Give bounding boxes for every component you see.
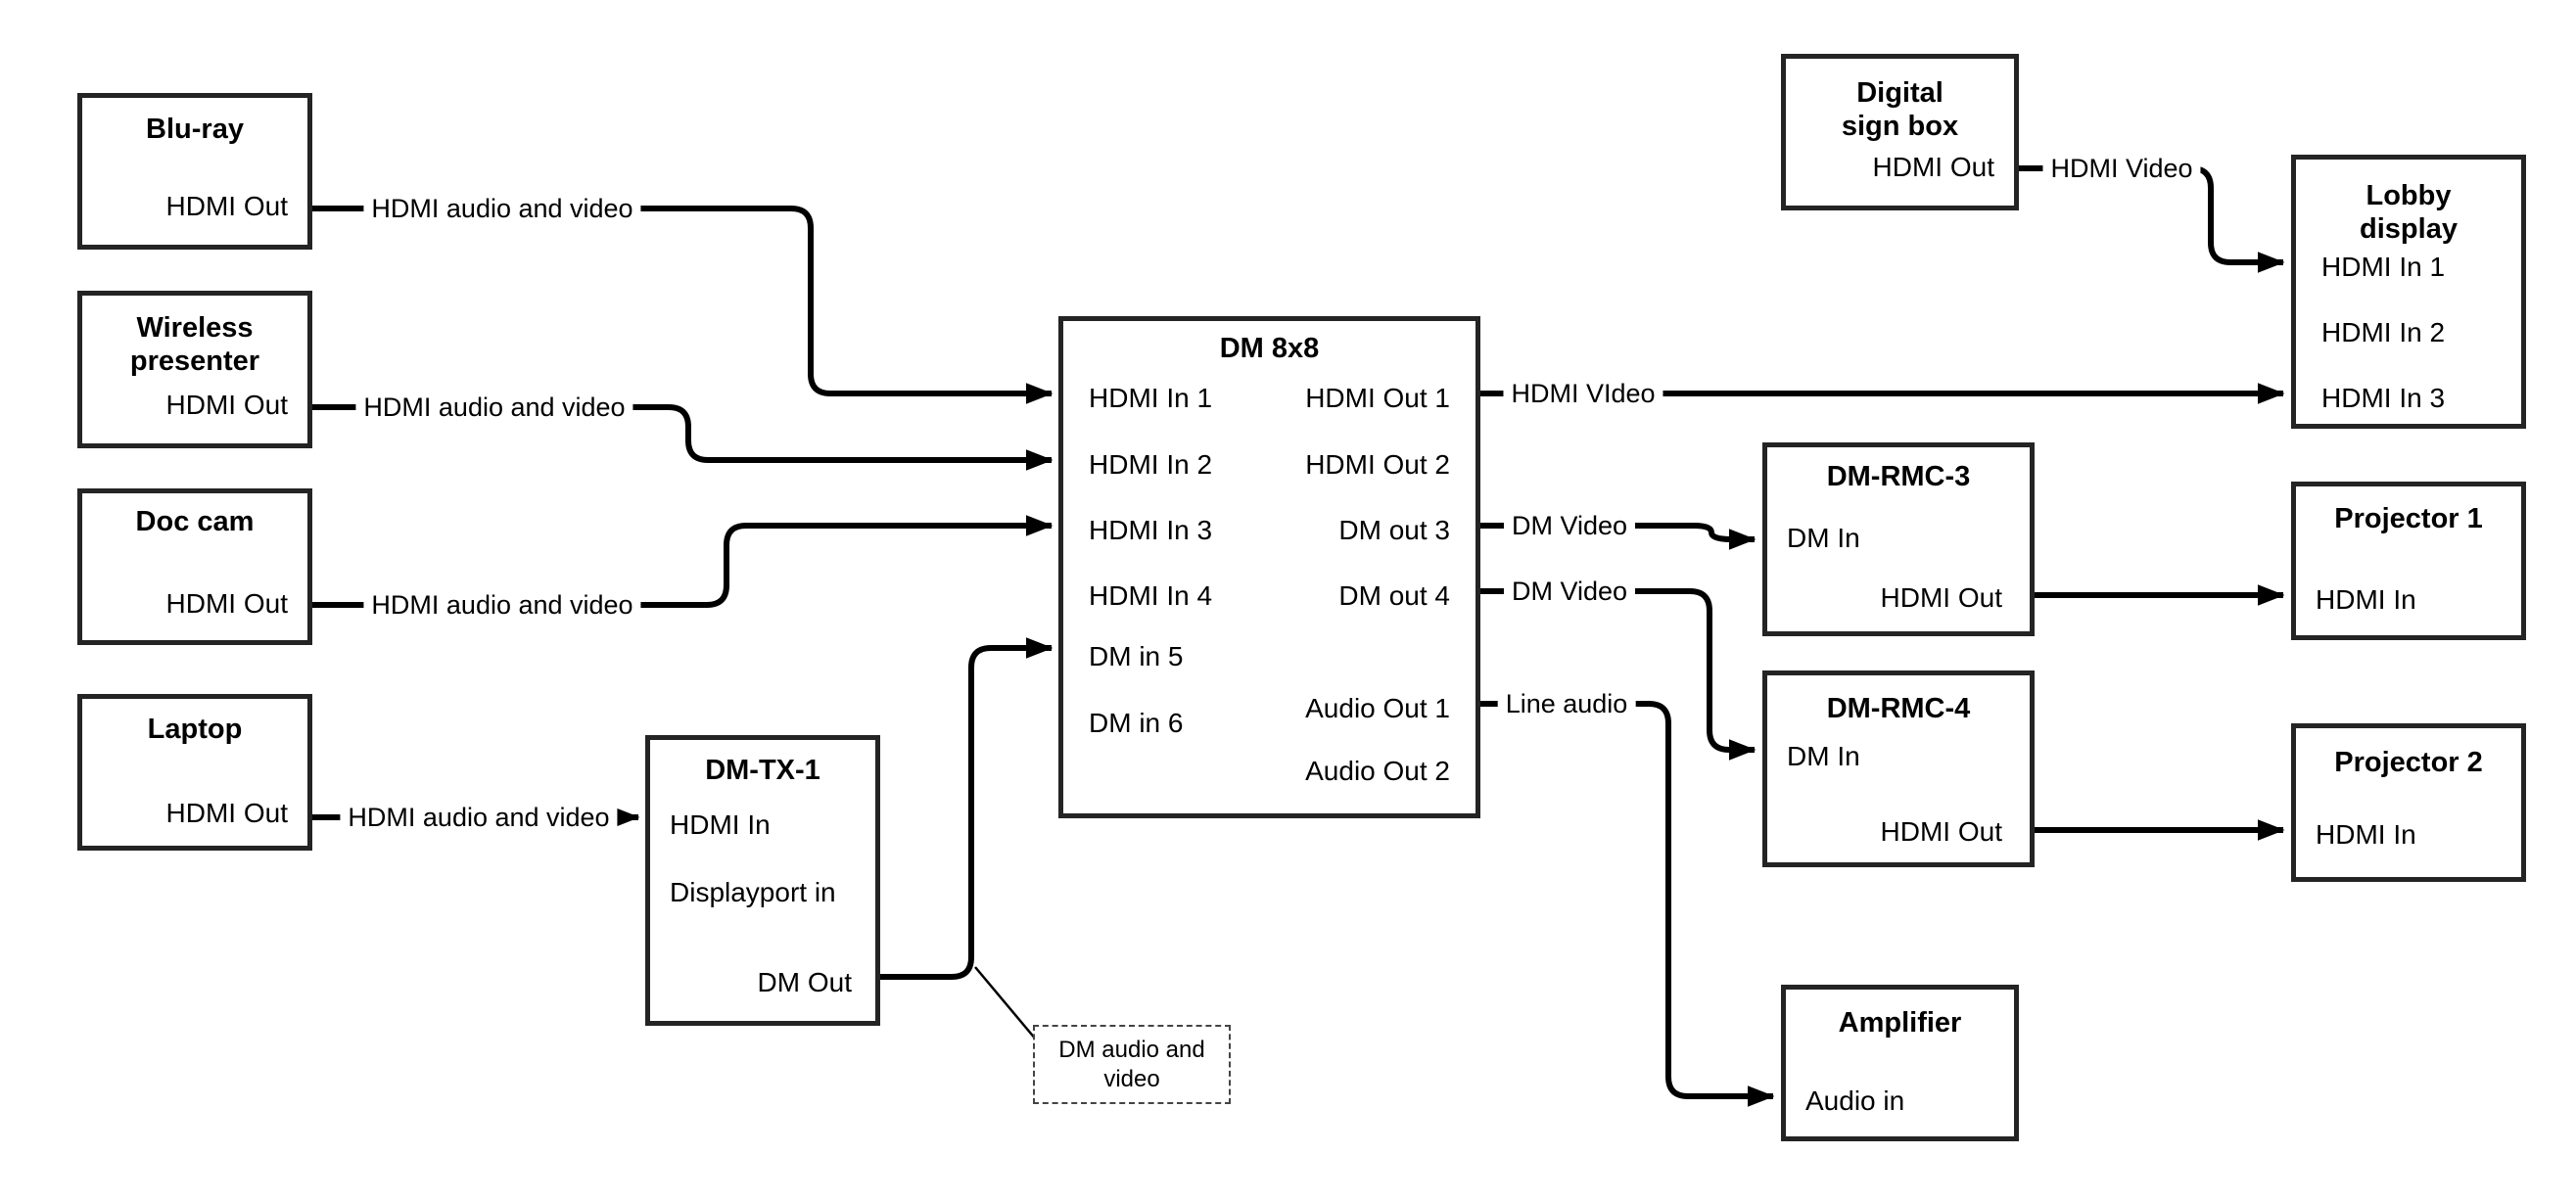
wire-label-line-audio: Line audio — [1497, 689, 1636, 718]
wire-label-hdmi-video-sign: HDMI Video — [2042, 154, 2201, 183]
box-title: DM-TX-1 — [705, 755, 820, 786]
wire-dm8x8-audio1-to-amplifier — [1480, 701, 1775, 1107]
box-projector-2: Projector 2 HDMI In — [2291, 723, 2526, 882]
box-title: Wireless presenter — [129, 312, 260, 377]
port-hdmi-in: HDMI In — [670, 809, 771, 840]
port-hdmi-in-1: HDMI In 1 — [1089, 383, 1213, 413]
wire-doccam-to-dm8x8-in3 — [312, 515, 1054, 608]
box-dm-8x8: DM 8x8 HDMI In 1 HDMI In 2 HDMI In 3 HDM… — [1058, 316, 1480, 818]
box-dm-tx-1: DM-TX-1 HDMI In Displayport in DM Out — [645, 735, 880, 1026]
box-digital-sign: Digital sign box HDMI Out — [1781, 54, 2019, 210]
box-projector-1: Projector 1 HDMI In — [2291, 482, 2526, 640]
port-audio-in: Audio in — [1805, 1086, 1905, 1116]
port-hdmi-out: HDMI Out — [1880, 816, 2002, 847]
box-title: Projector 1 — [2334, 503, 2483, 534]
port-dm-out-4: DM out 4 — [1338, 580, 1450, 611]
port-hdmi-in-1: HDMI In 1 — [2321, 252, 2446, 282]
box-title: Amplifier — [1838, 1007, 1962, 1039]
box-laptop: Laptop HDMI Out — [77, 694, 312, 851]
port-hdmi-out: HDMI Out — [165, 588, 288, 619]
box-title: DM 8x8 — [1219, 333, 1320, 364]
box-amplifier: Amplifier Audio in — [1781, 985, 2019, 1141]
port-dm-out: DM Out — [757, 967, 852, 997]
port-audio-out-2: Audio Out 2 — [1305, 756, 1450, 786]
port-hdmi-out: HDMI Out — [165, 798, 288, 828]
wire-label-hdmi-av-wireless: HDMI audio and video — [355, 393, 633, 422]
port-hdmi-out: HDMI Out — [1880, 582, 2002, 613]
port-hdmi-out: HDMI Out — [165, 390, 288, 420]
port-dm-in: DM In — [1787, 741, 1860, 771]
port-hdmi-in-2: HDMI In 2 — [2321, 317, 2446, 347]
box-doc-cam: Doc cam HDMI Out — [77, 488, 312, 645]
box-dm-rmc-3: DM-RMC-3 DM In HDMI Out — [1762, 442, 2035, 636]
port-hdmi-in-3: HDMI In 3 — [1089, 515, 1213, 545]
wire-dm8x8-out3-to-dmrmc3 — [1480, 523, 1756, 550]
port-dm-out-3: DM out 3 — [1338, 515, 1450, 545]
wire-bluray-to-dm8x8-in1 — [312, 206, 1054, 404]
port-hdmi-out-1: HDMI Out 1 — [1305, 383, 1450, 413]
box-title: Blu-ray — [146, 114, 244, 145]
box-bluray: Blu-ray HDMI Out — [77, 93, 312, 250]
port-hdmi-in: HDMI In — [2316, 584, 2416, 615]
wire-label-dm-video-out3: DM Video — [1503, 511, 1636, 540]
box-title: Digital sign box — [1841, 77, 1959, 142]
port-hdmi-in-2: HDMI In 2 — [1089, 449, 1213, 480]
wire-dmtx1-to-dm8x8-in5 — [880, 637, 1054, 980]
wire-label-hdmi-av-bluray: HDMI audio and video — [363, 194, 641, 223]
port-hdmi-in-3: HDMI In 3 — [2321, 383, 2446, 413]
port-hdmi-in-4: HDMI In 4 — [1089, 580, 1213, 611]
wire-label-dm-video-out4: DM Video — [1503, 577, 1636, 606]
port-dm-in-5: DM in 5 — [1089, 641, 1184, 671]
box-wireless-presenter: Wireless presenter HDMI Out — [77, 291, 312, 448]
note-leader-line — [974, 966, 1037, 1040]
box-title: Projector 2 — [2334, 747, 2483, 778]
port-dm-in: DM In — [1787, 523, 1860, 553]
box-title: DM-RMC-4 — [1826, 693, 1971, 724]
wire-dm8x8-out4-to-dmrmc4 — [1480, 588, 1756, 761]
box-title: Lobby display — [2360, 180, 2458, 245]
port-hdmi-out: HDMI Out — [1872, 152, 1994, 182]
box-lobby-display: Lobby display HDMI In 1 HDMI In 2 HDMI I… — [2291, 155, 2526, 429]
port-hdmi-out-2: HDMI Out 2 — [1305, 449, 1450, 480]
note-dm-audio-and-video: DM audio and video — [1033, 1025, 1231, 1104]
port-dm-in-6: DM in 6 — [1089, 708, 1184, 738]
box-title: Laptop — [147, 714, 243, 745]
wire-label-hdmi-av-laptop: HDMI audio and video — [340, 803, 618, 832]
box-title: DM-RMC-3 — [1826, 461, 1971, 492]
box-title: Doc cam — [135, 506, 255, 537]
port-displayport-in: Displayport in — [670, 877, 836, 907]
port-hdmi-in: HDMI In — [2316, 819, 2416, 850]
wire-label-hdmi-video-out1: HDMI VIdeo — [1503, 379, 1663, 408]
port-audio-out-1: Audio Out 1 — [1305, 693, 1450, 723]
wire-label-hdmi-av-doccam: HDMI audio and video — [363, 590, 641, 620]
box-dm-rmc-4: DM-RMC-4 DM In HDMI Out — [1762, 670, 2035, 867]
wire-wireless-to-dm8x8-in2 — [312, 404, 1054, 471]
port-hdmi-out: HDMI Out — [165, 191, 288, 221]
